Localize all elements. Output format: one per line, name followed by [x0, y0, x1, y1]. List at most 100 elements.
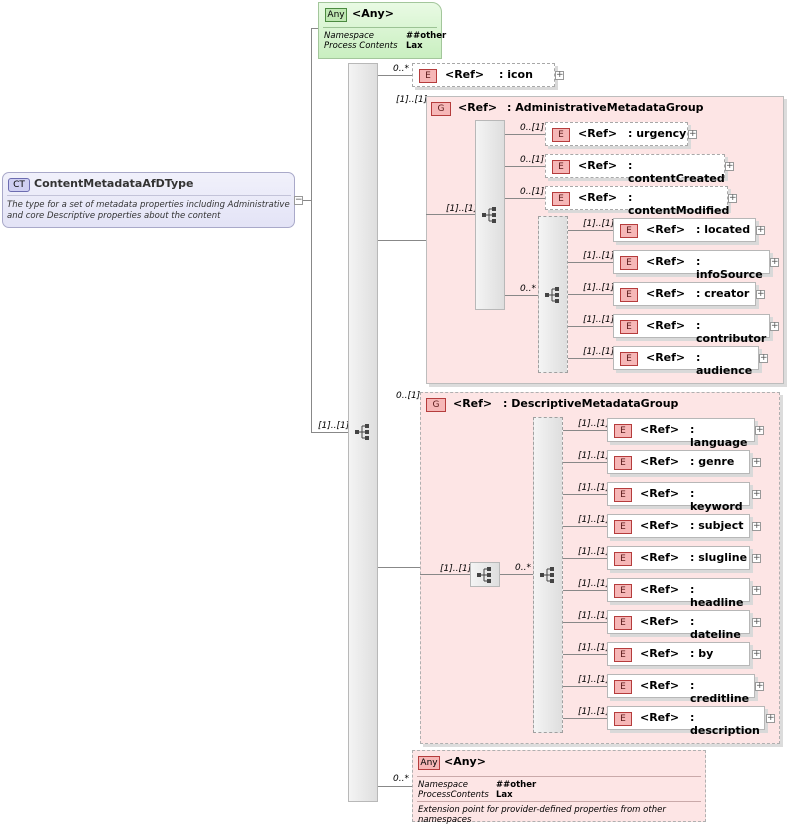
connector — [378, 786, 412, 787]
sequence-icon — [477, 567, 491, 583]
icon-multiplicity: 0..* — [393, 64, 409, 74]
desc-group-multiplicity: 0..[1] — [396, 391, 421, 401]
admin-group-multiplicity: [1]..[1] — [396, 95, 428, 105]
expand-icon[interactable]: + — [555, 70, 564, 80]
element-located[interactable]: E <Ref> : located — [613, 218, 756, 242]
expand-icon[interactable]: + — [770, 321, 779, 331]
element-name: : dateline — [690, 615, 741, 641]
expand-icon[interactable]: + — [752, 521, 761, 531]
expand-icon[interactable]: + — [752, 649, 761, 659]
element-ref: <Ref> — [578, 159, 618, 172]
connector — [563, 494, 607, 495]
element-name: : located — [696, 223, 751, 236]
desc-choice-multiplicity: 0..* — [515, 563, 531, 573]
element-multiplicity: [1]..[1] — [583, 347, 615, 357]
connector — [505, 198, 545, 199]
element-creator[interactable]: E <Ref> : creator — [613, 282, 756, 306]
element-ref: <Ref> — [646, 351, 686, 364]
collapse-icon[interactable]: − — [294, 195, 303, 205]
element-badge: E — [620, 224, 638, 238]
any-bottom-process-value: Lax — [496, 790, 513, 800]
element-urgency[interactable]: E <Ref> : urgency — [545, 122, 688, 146]
element-creditline[interactable]: E <Ref> : creditline — [607, 674, 755, 705]
element-name: : slugline — [690, 551, 748, 564]
any-bottom-card[interactable]: Any <Any> Namespace ##other ProcessConte… — [412, 750, 706, 825]
element-ref: <Ref> — [445, 68, 485, 81]
element-badge: E — [620, 320, 638, 334]
admin-sequence-multiplicity: [1]..[1] — [446, 204, 478, 214]
element-keyword[interactable]: E <Ref> : keyword — [607, 482, 750, 513]
expand-icon[interactable]: + — [728, 193, 737, 203]
element-badge: E — [614, 680, 632, 694]
expand-icon[interactable]: + — [752, 553, 761, 563]
expand-icon[interactable]: + — [766, 713, 775, 723]
connector — [568, 262, 613, 263]
element-name: : infoSource — [696, 255, 763, 281]
element-multiplicity: [1]..[1] — [578, 643, 610, 653]
element-multiplicity: [1]..[1] — [578, 451, 610, 461]
group-name: : DescriptiveMetadataGroup — [503, 397, 679, 410]
connector — [563, 718, 607, 719]
element-multiplicity: [1]..[1] — [578, 707, 610, 717]
element-contentcreated[interactable]: E <Ref> : contentCreated — [545, 154, 725, 185]
element-badge: E — [614, 712, 632, 726]
element-name: : language — [690, 423, 748, 449]
complex-type-badge: CT — [8, 178, 30, 192]
expand-icon[interactable]: + — [688, 129, 697, 139]
expand-icon[interactable]: + — [752, 585, 761, 595]
element-badge: E — [552, 128, 570, 142]
any-top-card[interactable]: Any <Any> Namespace ##other Process Cont… — [318, 2, 446, 59]
element-ref: <Ref> — [646, 319, 686, 332]
connector — [568, 230, 613, 231]
expand-icon[interactable]: + — [752, 457, 761, 467]
element-audience[interactable]: E <Ref> : audience — [613, 346, 759, 377]
expand-icon[interactable]: + — [756, 225, 765, 235]
any-bottom-badge: Any — [418, 756, 440, 770]
divider — [7, 195, 291, 196]
expand-icon[interactable]: + — [770, 257, 779, 267]
element-infosource[interactable]: E <Ref> : infoSource — [613, 250, 770, 281]
element-name: : creditline — [690, 679, 750, 705]
expand-icon[interactable]: + — [756, 289, 765, 299]
expand-icon[interactable]: + — [755, 425, 764, 435]
element-language[interactable]: E <Ref> : language — [607, 418, 755, 449]
expand-icon[interactable]: + — [725, 161, 734, 171]
complex-type-card[interactable]: CT ContentMetadataAfDType The type for a… — [2, 172, 295, 228]
expand-icon[interactable]: + — [752, 489, 761, 499]
element-genre[interactable]: E <Ref> : genre — [607, 450, 750, 474]
connector — [420, 574, 470, 575]
element-icon[interactable]: E <Ref> : icon — [412, 63, 555, 87]
element-by[interactable]: E <Ref> : by — [607, 642, 750, 666]
any-bottom-namespace-label: Namespace — [418, 780, 469, 790]
element-contributor[interactable]: E <Ref> : contributor — [613, 314, 770, 345]
element-subject[interactable]: E <Ref> : subject — [607, 514, 750, 538]
element-ref: <Ref> — [640, 583, 680, 596]
element-name: : audience — [696, 351, 753, 377]
element-badge: E — [614, 456, 632, 470]
sequence-icon — [355, 424, 369, 440]
expand-icon[interactable]: + — [759, 353, 768, 363]
element-badge: E — [614, 552, 632, 566]
element-description[interactable]: E <Ref> : description — [607, 706, 765, 737]
element-headline[interactable]: E <Ref> : headline — [607, 578, 750, 609]
element-dateline[interactable]: E <Ref> : dateline — [607, 610, 750, 641]
connector — [378, 240, 426, 241]
element-badge: E — [552, 192, 570, 206]
element-badge: E — [620, 352, 638, 366]
element-multiplicity: [1]..[1] — [583, 283, 615, 293]
any-bottom-process-label: ProcessContents — [418, 790, 489, 800]
connector — [505, 295, 538, 296]
element-ref: <Ref> — [640, 647, 680, 660]
connector — [505, 166, 545, 167]
expand-icon[interactable]: + — [755, 681, 764, 691]
element-slugline[interactable]: E <Ref> : slugline — [607, 546, 750, 570]
element-contentmodified[interactable]: E <Ref> : contentModified — [545, 186, 729, 217]
choice-icon — [545, 287, 559, 303]
any-top-namespace-label: Namespace — [324, 31, 375, 41]
connector — [505, 134, 545, 135]
element-ref: <Ref> — [646, 287, 686, 300]
complex-type-description: The type for a set of metadata propertie… — [7, 200, 290, 221]
any-top-process-label: Process Contents — [324, 41, 398, 51]
element-name: : urgency — [628, 127, 687, 140]
expand-icon[interactable]: + — [752, 617, 761, 627]
